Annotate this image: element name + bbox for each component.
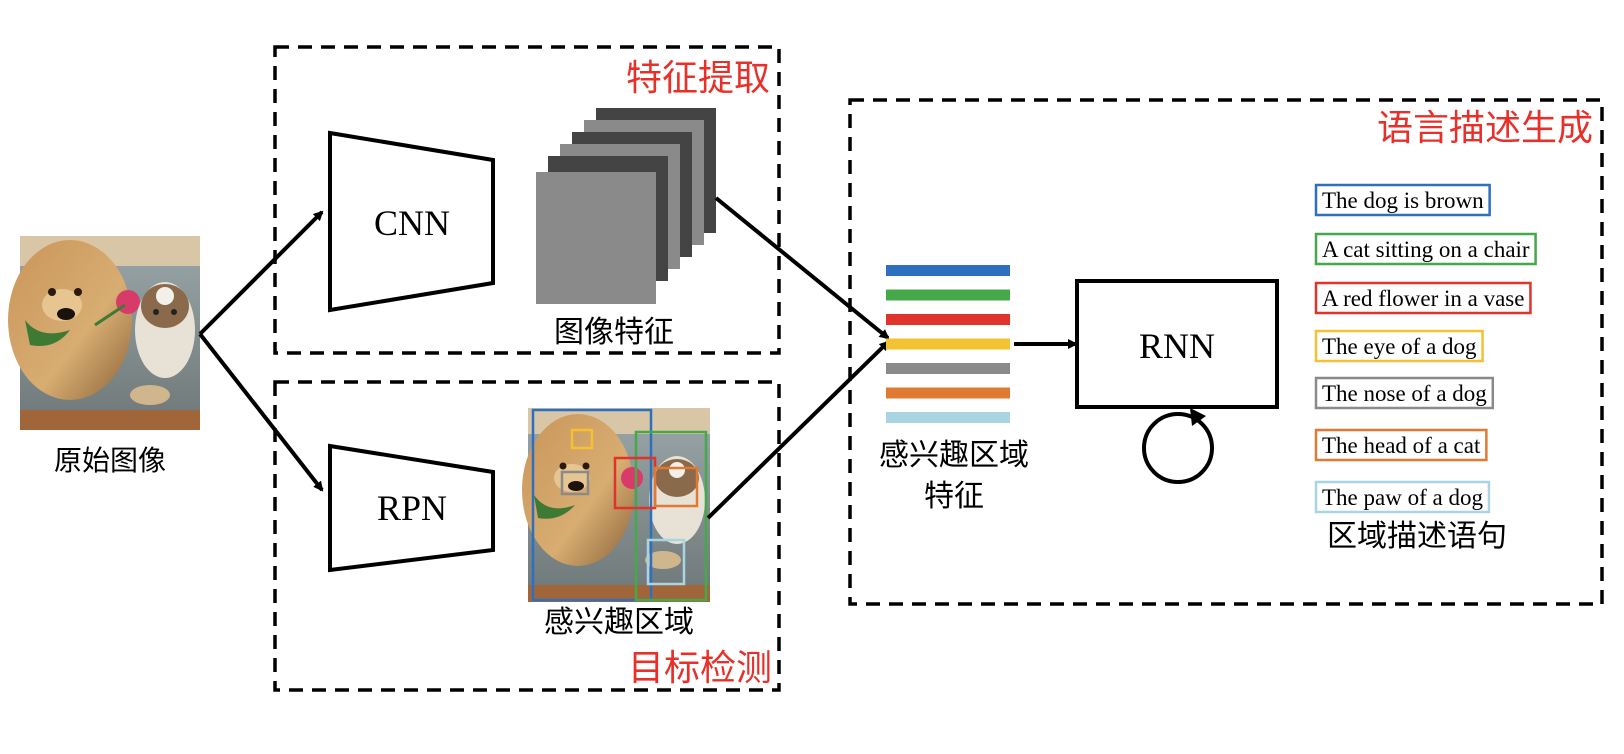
caption-item: The nose of a dog (1314, 376, 1495, 410)
caption-box (1314, 428, 1488, 462)
caption-text: The eye of a dog (1322, 334, 1477, 359)
arrow-input-to-rpn (198, 332, 324, 492)
feature-map-stack (536, 108, 716, 304)
caption-item: The eye of a dog (1314, 329, 1484, 363)
recurrent-loop-icon (1142, 408, 1214, 484)
language-generation-box (848, 98, 1604, 606)
language-generation-title: 语言描述生成 (1377, 108, 1593, 149)
rnn-block (1075, 279, 1279, 409)
cnn-block (328, 130, 495, 313)
caption-box (1314, 183, 1491, 217)
rnn-label: RNN (1139, 326, 1215, 366)
caption-text: The dog is brown (1322, 188, 1484, 213)
roi-feature-bar (886, 314, 1010, 325)
caption-text: A cat sitting on a chair (1322, 237, 1530, 262)
caption-text: The paw of a dog (1322, 485, 1483, 510)
roi-feature-bar (886, 387, 1010, 399)
roi-feature-bar (886, 338, 1010, 350)
cnn-label: CNN (374, 203, 450, 243)
feature-extraction-box (273, 45, 781, 355)
object-detection-title: 目标检测 (628, 648, 772, 689)
caption-box (1314, 376, 1495, 410)
caption-text: The head of a cat (1322, 433, 1481, 458)
input-image (8, 236, 200, 430)
arrow-detections-to-roi (706, 340, 890, 520)
caption-item: The dog is brown (1314, 183, 1491, 217)
roi-features-label-line2: 特征 (924, 479, 984, 514)
roi-feature-bar (886, 289, 1010, 301)
roi-feature-bar (886, 265, 1010, 276)
caption-text: The nose of a dog (1322, 381, 1487, 406)
object-detection-box (273, 380, 781, 692)
caption-item: A cat sitting on a chair (1314, 232, 1537, 266)
roi-feature-bar (886, 412, 1010, 423)
caption-item: The paw of a dog (1314, 480, 1491, 514)
roi-feature-bars (886, 265, 1010, 423)
caption-box (1314, 329, 1484, 363)
roi-features-label-line1: 感兴趣区域 (879, 438, 1029, 473)
roi-feature-bar (886, 363, 1010, 374)
input-image-label: 原始图像 (54, 444, 166, 477)
rpn-block (328, 443, 495, 573)
rpn-label: RPN (377, 488, 447, 528)
caption-list: The dog is brown A cat sitting on a chair… (1314, 183, 1537, 514)
captions-label: 区域描述语句 (1327, 519, 1507, 554)
caption-item: A red flower in a vase (1314, 281, 1532, 315)
arrow-input-to-cnn (198, 210, 324, 336)
roi-image (522, 408, 710, 602)
caption-box (1314, 232, 1537, 266)
arrow-features-to-roi (714, 196, 890, 340)
feature-extraction-title: 特征提取 (626, 58, 770, 99)
feature-map-label: 图像特征 (554, 315, 674, 350)
caption-text: A red flower in a vase (1322, 286, 1524, 311)
roi-label: 感兴趣区域 (544, 605, 694, 640)
caption-box (1314, 480, 1491, 514)
caption-box (1314, 281, 1532, 315)
caption-item: The head of a cat (1314, 428, 1488, 462)
